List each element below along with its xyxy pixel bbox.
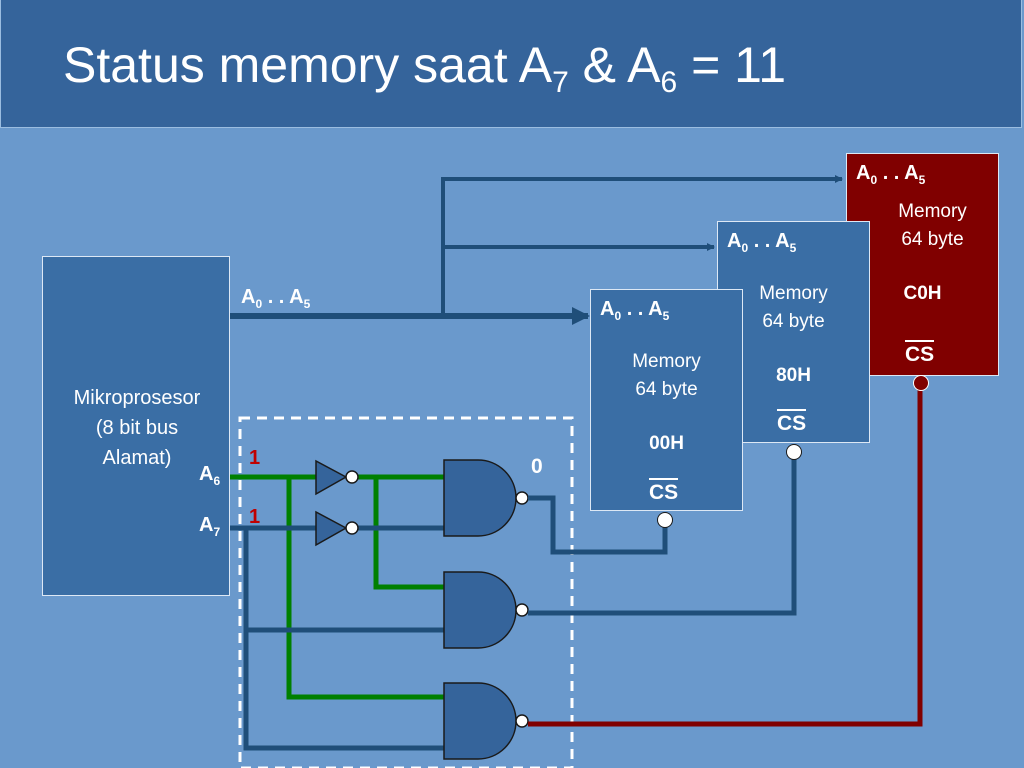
- addr-sub: 0: [741, 241, 749, 255]
- chip-select-label: CS: [777, 409, 807, 435]
- chip-select-label: CS: [905, 340, 935, 366]
- title-part: = 11: [677, 37, 787, 93]
- not-gate-a7: [315, 510, 359, 547]
- a6-bit-value: 1: [249, 447, 261, 469]
- bus-label-sub: 5: [303, 297, 311, 311]
- pin-label-a6: A6: [199, 463, 220, 488]
- addr-part: . . A: [877, 162, 919, 184]
- memory-block-00h: A0 . . A5 Memory 64 byte 00H CS: [590, 289, 743, 511]
- chip-select-label: CS: [649, 478, 679, 504]
- title-part: Status memory saat A: [63, 37, 553, 93]
- address-bus-branch: [441, 175, 843, 316]
- memory-description: Memory 64 byte: [898, 201, 967, 250]
- addr-part: . . A: [621, 298, 663, 320]
- cs-bubble-c0h: [913, 375, 929, 391]
- pin-sub: 6: [213, 474, 221, 488]
- pin-letter: A: [199, 463, 214, 485]
- a6-inverted-branch: [373, 477, 445, 590]
- a7-direct-branch: [243, 528, 445, 751]
- memory-block-c0h: A0 . . A5 Memory 64 byte C0H CS: [846, 153, 999, 376]
- title-subscript: 6: [660, 66, 678, 99]
- cs-bubble-00h: [657, 512, 673, 528]
- address-bus-label: A0 . . A5: [241, 286, 310, 311]
- memory-address-label: A0 . . A5: [727, 230, 796, 255]
- a6-direct-branch: [286, 477, 445, 700]
- addr-sub: 0: [870, 173, 878, 187]
- cs-wire-c0h: [528, 390, 923, 727]
- bus-label-sub: 0: [255, 297, 263, 311]
- nand-gate-2: [443, 571, 529, 649]
- title-subscript: 7: [552, 66, 569, 99]
- microprocessor-box: Mikroprosesor (8 bit bus Alamat): [42, 256, 230, 596]
- pin-sub: 7: [213, 525, 221, 539]
- bus-label-part: . . A: [262, 286, 304, 308]
- addr-part: . . A: [748, 230, 790, 252]
- not-gate-a6: [315, 459, 359, 496]
- cs-wire-80h: [528, 459, 797, 616]
- memory-base-address: C0H: [903, 283, 942, 304]
- addr-sub: 5: [662, 309, 670, 323]
- addr-sub: 5: [918, 173, 926, 187]
- bus-label-part: A: [241, 286, 256, 308]
- addr-part: A: [600, 298, 615, 320]
- addr-part: A: [727, 230, 742, 252]
- pin-letter: A: [199, 514, 214, 536]
- slide-title: Status memory saat A7 & A6 = 11: [63, 36, 787, 98]
- a7-bit-value: 1: [249, 506, 261, 528]
- memory-address-label: A0 . . A5: [600, 298, 669, 323]
- addr-part: A: [856, 162, 871, 184]
- gate-output-value: 0: [531, 455, 543, 478]
- memory-base-address: 00H: [649, 433, 684, 454]
- memory-address-label: A0 . . A5: [856, 162, 925, 187]
- memory-base-address: 80H: [776, 365, 811, 386]
- nand-gate-1: [443, 459, 529, 537]
- microprocessor-label: Mikroprosesor (8 bit bus Alamat): [73, 387, 201, 469]
- pin-label-a7: A7: [199, 514, 220, 539]
- memory-description: Memory 64 byte: [632, 351, 701, 400]
- title-bar: Status memory saat A7 & A6 = 11: [0, 0, 1022, 128]
- addr-sub: 0: [614, 309, 622, 323]
- nand-gate-3: [443, 682, 529, 760]
- cs-wire-00h: [528, 495, 668, 555]
- title-part: & A: [568, 37, 661, 93]
- cs-bubble-80h: [786, 444, 802, 460]
- memory-description: Memory 64 byte: [759, 283, 828, 332]
- addr-sub: 5: [789, 241, 797, 255]
